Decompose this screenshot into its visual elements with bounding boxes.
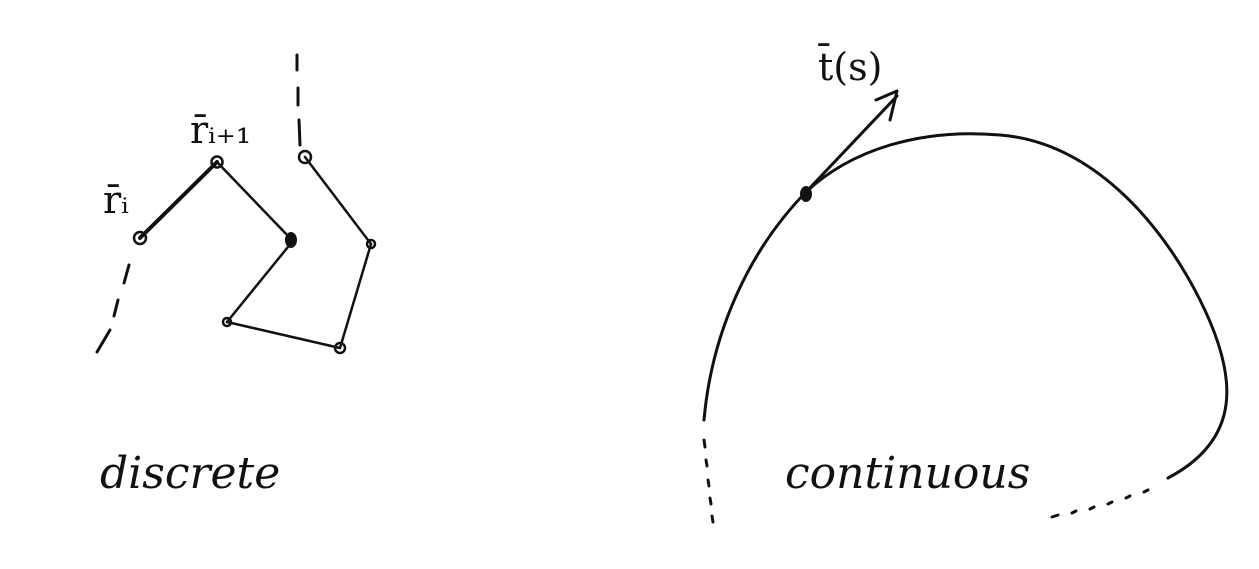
- continuous-curve: [702, 89, 1229, 524]
- discrete-node-top: [297, 149, 313, 165]
- discrete-segment-2: [215, 160, 292, 240]
- continuous-dotted-tail-right: [1050, 488, 1150, 519]
- continuous-dotted-tail-left: [702, 438, 715, 524]
- discrete-dashed-tail-top: [295, 53, 302, 147]
- tangent-arrow-shaft: [804, 94, 899, 194]
- discrete-node-4: [221, 316, 233, 328]
- discrete-node-r-i: [132, 230, 148, 246]
- discrete-node-5: [333, 341, 347, 355]
- discrete-chain: [95, 53, 377, 355]
- discrete-dashed-tail-left: [95, 263, 131, 354]
- label-continuous: continuous: [785, 448, 1030, 499]
- discrete-segment-4: [225, 320, 342, 350]
- discrete-segment-6: [303, 155, 373, 246]
- discrete-node-filled: [285, 232, 297, 248]
- label-tangent: t̄(s): [817, 44, 882, 89]
- label-discrete: discrete: [100, 448, 280, 499]
- discrete-node-r-i-plus-1: [210, 155, 224, 169]
- discrete-segment-5: [338, 242, 373, 350]
- tangent-arrow-head: [874, 89, 899, 122]
- discrete-node-6: [365, 238, 377, 250]
- continuous-curve-path: [702, 132, 1229, 480]
- discrete-segment-3: [225, 240, 294, 324]
- label-r-i-plus-1: r̄ᵢ₊₁: [190, 108, 251, 152]
- label-r-i: r̄ᵢ: [103, 178, 129, 222]
- discrete-segment-1: [138, 160, 219, 240]
